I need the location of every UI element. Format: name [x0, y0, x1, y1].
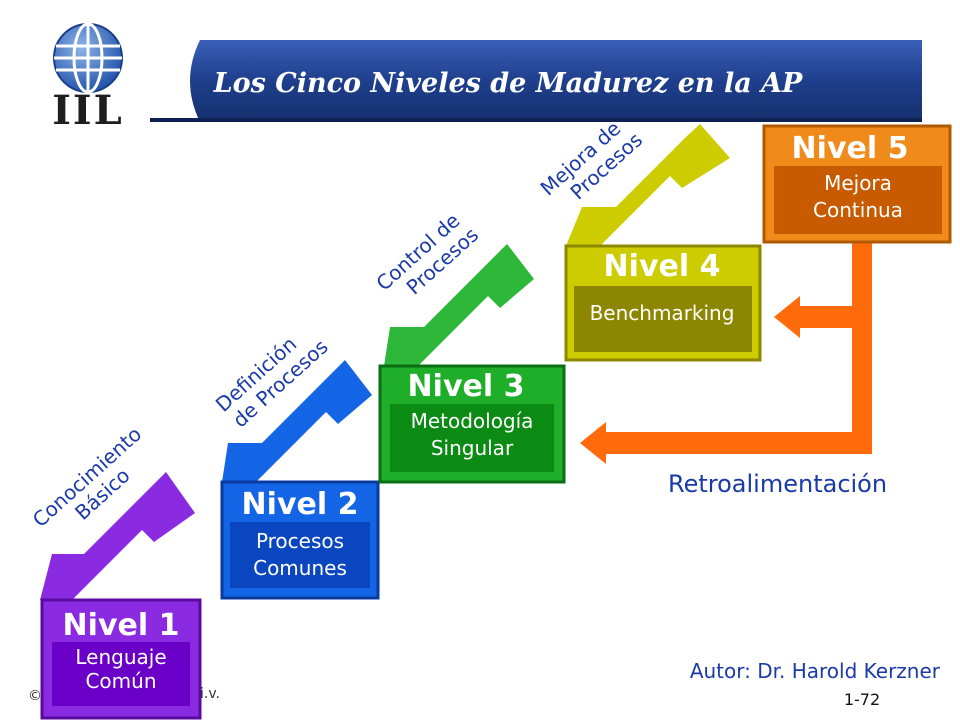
level-5-desc-line1: Mejora: [824, 171, 892, 195]
level-2-desc-line2: Comunes: [253, 556, 347, 580]
step-arrow-2: [222, 360, 372, 482]
level-3-desc-line2: Singular: [431, 436, 514, 460]
header-band: [150, 40, 922, 122]
globe-icon: [53, 22, 123, 94]
level-5-desc-line2: Continua: [813, 198, 903, 222]
page-title: Los Cinco Niveles de Madurez en la AP: [213, 68, 803, 99]
level-5-title: Nivel 5: [792, 131, 909, 166]
level-2-title: Nivel 2: [242, 487, 359, 522]
step-arrow-4: [566, 124, 730, 246]
level-4-title: Nivel 4: [604, 249, 721, 284]
level-4-desc-line1: Benchmarking: [590, 301, 735, 325]
logo-text: IIL: [52, 87, 124, 134]
iil-logo: IIL: [52, 22, 124, 134]
copyright-tail: i.v.: [200, 686, 220, 702]
author-credit: Autor: Dr. Harold Kerzner: [690, 659, 941, 683]
level-4-box: Nivel 4 Benchmarking: [564, 244, 762, 362]
level-1-title: Nivel 1: [63, 608, 180, 643]
step-arrow-1: [40, 472, 195, 600]
feedback-label: Retroalimentación: [668, 470, 887, 498]
level-3-desc-line1: Metodología: [411, 409, 534, 433]
level-5-box: Nivel 5 Mejora Continua: [762, 124, 952, 244]
level-3-box: Nivel 3 Metodología Singular: [378, 364, 566, 484]
level-2-box: Nivel 2 Procesos Comunes: [220, 480, 380, 600]
level-1-box: Nivel 1 Lenguaje Común: [40, 598, 202, 720]
level-1-desc-line2: Común: [85, 669, 156, 693]
level-2-desc-line1: Procesos: [256, 529, 344, 553]
level-3-title: Nivel 3: [408, 369, 525, 404]
slide-number: 1-72: [844, 690, 880, 709]
level-1-desc-line1: Lenguaje: [75, 645, 166, 669]
step-arrow-3: [384, 244, 534, 366]
feedback-arrows: [580, 236, 872, 464]
copyright-symbol: ©: [28, 688, 42, 704]
